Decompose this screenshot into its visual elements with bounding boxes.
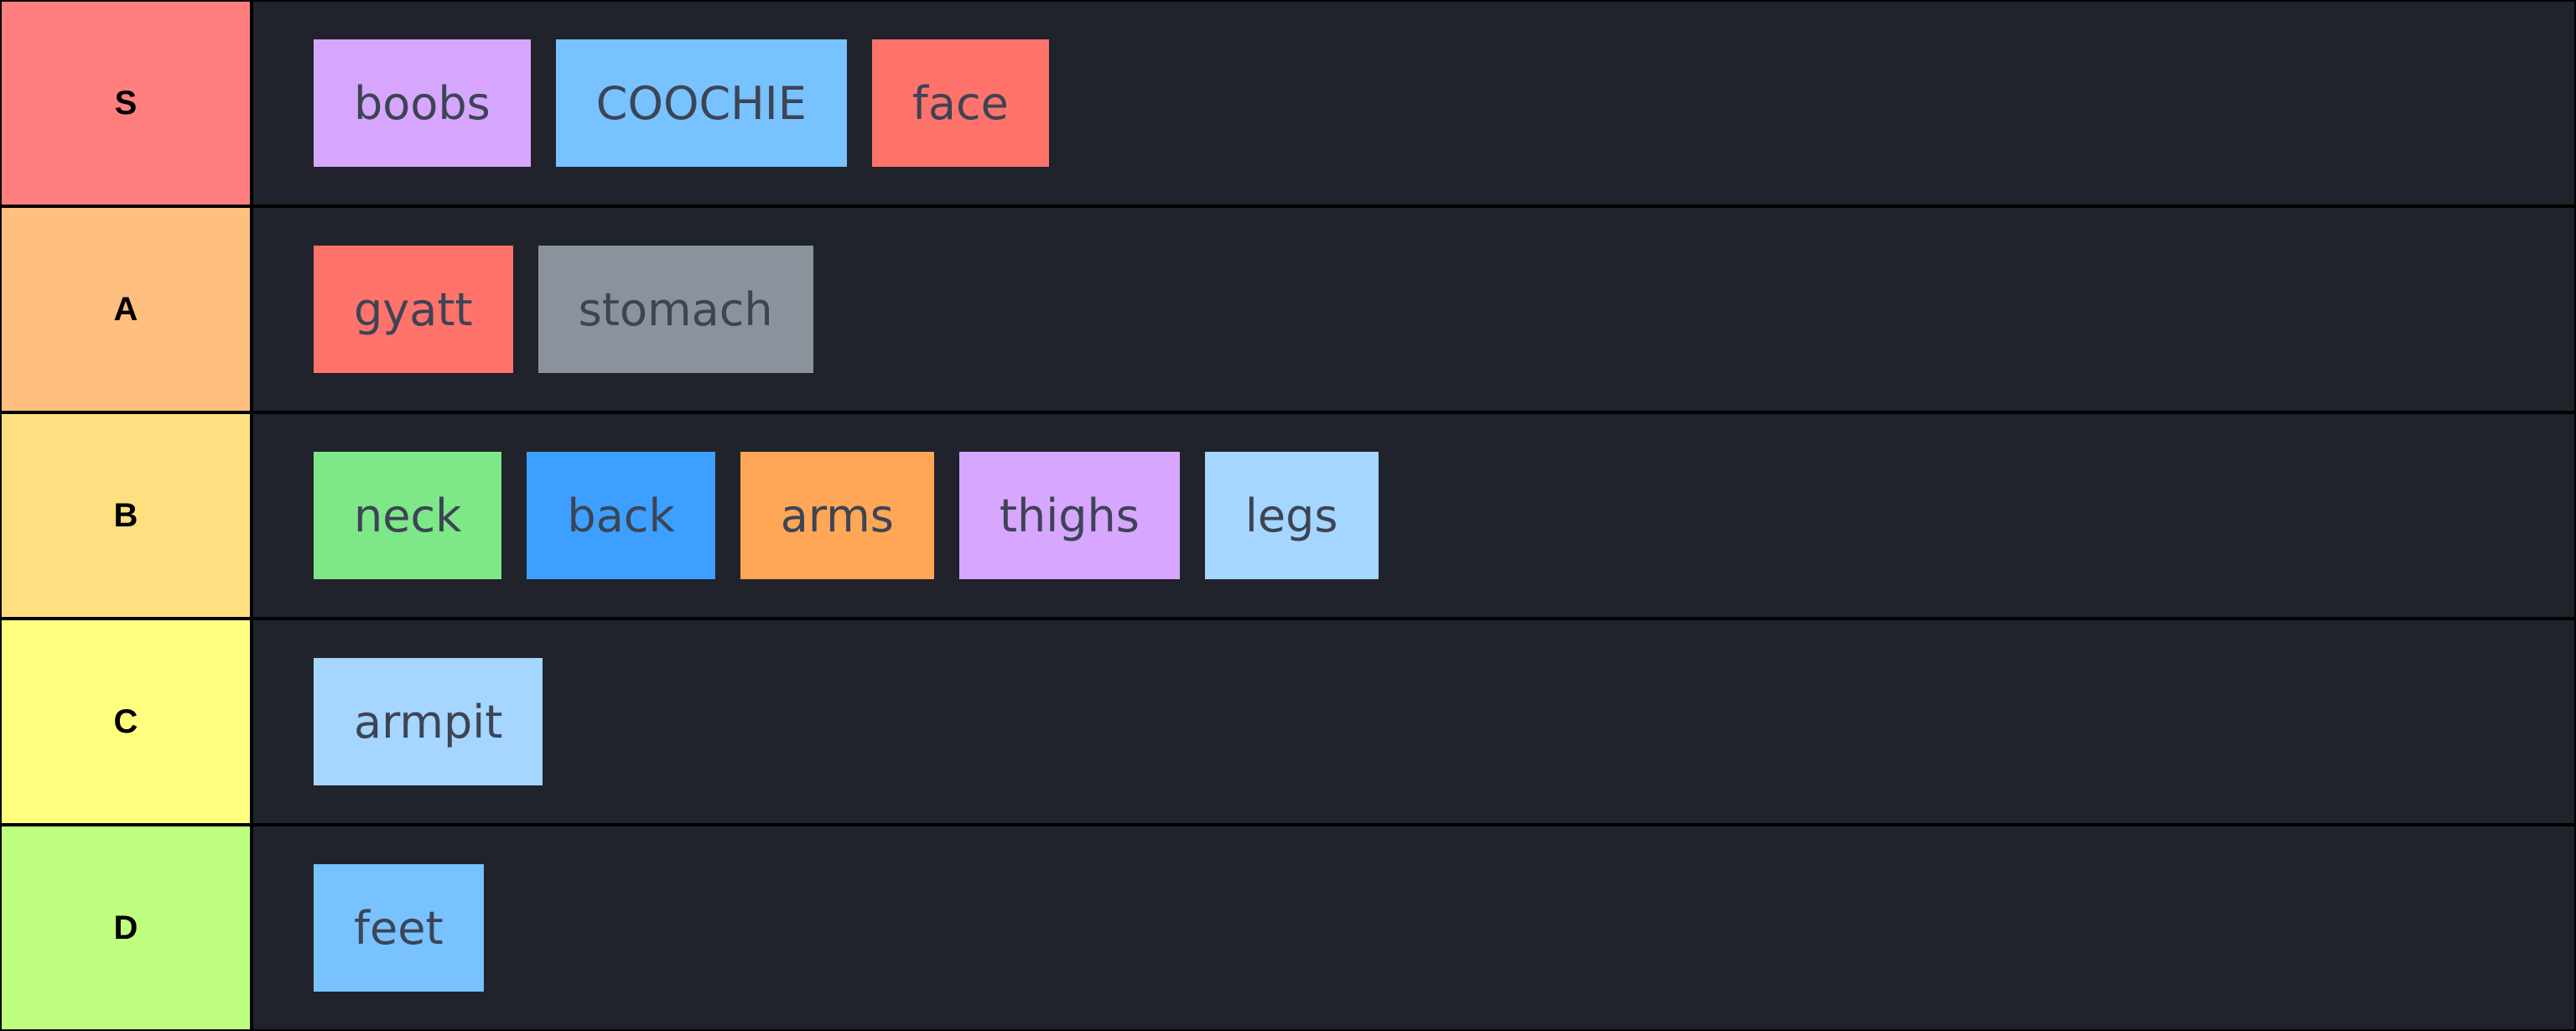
tier-item[interactable]: arms — [740, 452, 934, 579]
tier-items-s[interactable]: boobs COOCHIE face — [253, 2, 2574, 205]
tier-item[interactable]: gyatt — [314, 246, 513, 373]
tier-items-c[interactable]: armpit — [253, 620, 2574, 823]
tier-item[interactable]: COOCHIE — [555, 39, 847, 167]
tier-row-b: B neck back arms thighs legs — [0, 414, 2576, 617]
tier-item[interactable]: neck — [314, 452, 502, 579]
tier-row-s: S boobs COOCHIE face — [0, 2, 2576, 205]
tier-row-d: D feet — [0, 826, 2576, 1029]
tier-label-c[interactable]: C — [2, 620, 250, 823]
tier-row-c: C armpit — [0, 620, 2576, 823]
tier-label-s[interactable]: S — [2, 2, 250, 205]
tier-label-d[interactable]: D — [2, 826, 250, 1029]
tier-label-a[interactable]: A — [2, 208, 250, 411]
tier-item[interactable]: feet — [314, 864, 484, 992]
tier-item[interactable]: face — [871, 39, 1049, 167]
tier-item[interactable]: legs — [1204, 452, 1379, 579]
tier-item[interactable]: stomach — [538, 246, 813, 373]
tier-item[interactable]: back — [527, 452, 715, 579]
tier-items-a[interactable]: gyatt stomach — [253, 208, 2574, 411]
tier-item[interactable]: thighs — [958, 452, 1180, 579]
tier-item[interactable]: boobs — [314, 39, 531, 167]
tier-items-d[interactable]: feet — [253, 826, 2574, 1029]
tier-item[interactable]: armpit — [314, 658, 543, 785]
tier-row-a: A gyatt stomach — [0, 208, 2576, 411]
tier-label-b[interactable]: B — [2, 414, 250, 617]
tier-items-b[interactable]: neck back arms thighs legs — [253, 414, 2574, 617]
